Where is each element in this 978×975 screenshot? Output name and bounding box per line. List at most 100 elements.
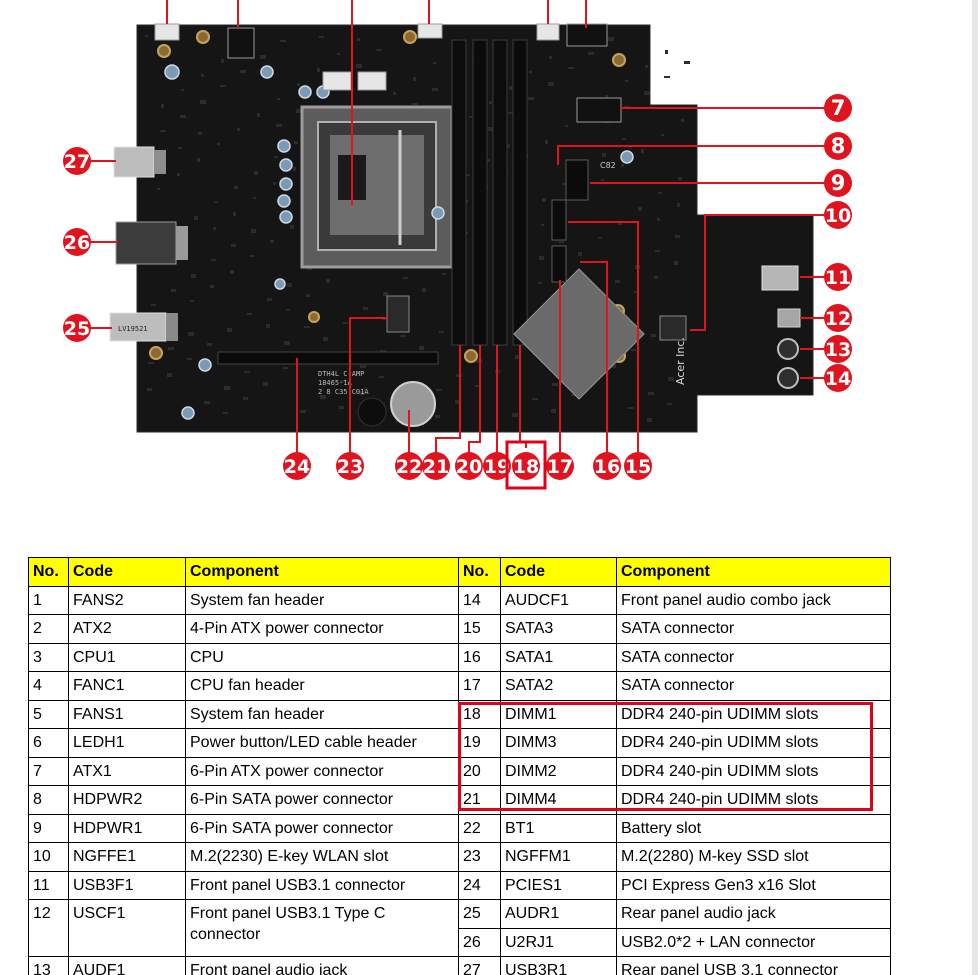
cell-code: CPU1 xyxy=(68,642,186,672)
callout-number: 9 xyxy=(831,171,846,195)
header-component-right: Component xyxy=(616,557,891,587)
leader-line xyxy=(557,145,838,165)
front-panel-ports xyxy=(761,265,801,389)
table-row: 10 NGFFE1 M.2(2230) E-key WLAN slot 23 N… xyxy=(28,842,891,872)
cell-no: 16 xyxy=(458,642,501,672)
table-row: 6 LEDH1 Power button/LED cable header 19… xyxy=(28,728,891,758)
callout-circle xyxy=(824,364,852,392)
callout-circle xyxy=(283,452,311,480)
cell-component: Front panel audio jack xyxy=(185,956,459,975)
cell-no: 26 xyxy=(458,927,501,957)
cell-no: 23 xyxy=(458,842,501,872)
cell-component: Front panel USB3.1 connector xyxy=(185,870,459,900)
cell-component: Power button/LED cable header xyxy=(185,728,459,758)
callout-circle xyxy=(824,263,852,291)
motherboard-figure: LV19521 Acer Inc. DTH4L C-AMP 18465-1A 2… xyxy=(63,0,852,490)
cell-component: SATA connector xyxy=(616,614,891,644)
rear-io: LV19521 xyxy=(109,146,188,342)
cell-no: 13 xyxy=(28,956,69,975)
callout-number: 15 xyxy=(625,456,651,478)
cell-component: DDR4 240-pin UDIMM slots xyxy=(616,785,891,815)
callout-25: 25 xyxy=(63,314,91,342)
header-no-left: No. xyxy=(28,557,69,587)
callout-number: 26 xyxy=(64,232,90,254)
table-row: 2 ATX2 4-Pin ATX power connector 15 SATA… xyxy=(28,614,891,644)
cell-code: HDPWR2 xyxy=(68,785,186,815)
cell-no: 7 xyxy=(28,756,69,786)
callout-circle xyxy=(483,452,511,480)
callout-number: 13 xyxy=(825,339,851,361)
callout-circle xyxy=(455,452,483,480)
callout-number: 11 xyxy=(825,267,851,289)
callout-18: 18 xyxy=(512,452,540,480)
callout-14: 14 xyxy=(824,364,852,392)
callout-circle xyxy=(395,452,423,480)
cell-code: FANS2 xyxy=(68,585,186,615)
callout-circle xyxy=(546,452,574,480)
cell-component: DDR4 240-pin UDIMM slots xyxy=(616,756,891,786)
cell-component: Rear panel audio jack xyxy=(616,899,891,929)
cell-no: 22 xyxy=(458,813,501,843)
callout-15: 15 xyxy=(624,452,652,480)
callout-circle xyxy=(63,314,91,342)
cell-component: System fan header xyxy=(185,585,459,615)
cell-component: M.2(2230) E-key WLAN slot xyxy=(185,842,459,872)
callout-circle xyxy=(824,335,852,363)
cell-no: 2 xyxy=(28,614,69,644)
cell-component: USB2.0*2 + LAN connector xyxy=(616,927,891,957)
cell-no: 27 xyxy=(458,956,501,975)
svg-text:DTH4L C-AMP: DTH4L C-AMP xyxy=(318,370,364,378)
callout-circle xyxy=(824,304,852,332)
svg-text:2 8 C35 C01A: 2 8 C35 C01A xyxy=(318,388,369,396)
table-row: 11 USB3F1 Front panel USB3.1 connector 2… xyxy=(28,870,891,900)
cell-code: U2RJ1 xyxy=(500,927,617,957)
leader-line xyxy=(690,214,838,331)
table-header-row: No. Code Component No. Code Component xyxy=(28,557,891,587)
table-row: 5 FANS1 System fan header 18 DIMM1 DDR4 … xyxy=(28,699,891,729)
callout-number: 21 xyxy=(423,456,449,478)
cell-code: NGFFM1 xyxy=(500,842,617,872)
cell-code: FANS1 xyxy=(68,699,186,729)
cell-no: 17 xyxy=(458,671,501,701)
svg-text:18465-1A: 18465-1A xyxy=(318,379,353,387)
callout-circle xyxy=(422,452,450,480)
cell-component: Front panel audio combo jack xyxy=(616,585,891,615)
callout-circle xyxy=(824,169,852,197)
cell-no: 9 xyxy=(28,813,69,843)
cell-code: HDPWR1 xyxy=(68,813,186,843)
callout-8: 8 xyxy=(824,132,852,160)
callout-circle xyxy=(824,201,852,229)
cell-component: Battery slot xyxy=(616,813,891,843)
cell-code: AUDCF1 xyxy=(500,585,617,615)
cell-component: SATA connector xyxy=(616,642,891,672)
callout-highlight-box xyxy=(505,440,547,490)
cell-code: USCF1 xyxy=(68,899,186,957)
brand-silkscreen: Acer Inc. xyxy=(674,337,687,385)
callout-22: 22 xyxy=(395,452,423,480)
cell-component: CPU fan header xyxy=(185,671,459,701)
cell-no: 15 xyxy=(458,614,501,644)
cell-no: 18 xyxy=(458,699,501,729)
callout-9: 9 xyxy=(824,169,852,197)
header-no-right: No. xyxy=(458,557,501,587)
cell-component: Front panel USB3.1 Type C connector xyxy=(185,899,459,957)
cell-component: PCI Express Gen3 x16 Slot xyxy=(616,870,891,900)
cell-code: AUDF1 xyxy=(68,956,186,975)
cell-code: BT1 xyxy=(500,813,617,843)
cell-no: 5 xyxy=(28,699,69,729)
cell-code: ATX1 xyxy=(68,756,186,786)
table-row: 8 HDPWR2 6-Pin SATA power connector 21 D… xyxy=(28,785,891,815)
cell-code: ATX2 xyxy=(68,614,186,644)
cell-code: FANC1 xyxy=(68,671,186,701)
cell-no: 8 xyxy=(28,785,69,815)
cell-no: 25 xyxy=(458,899,501,929)
cell-no: 19 xyxy=(458,728,501,758)
callout-circle xyxy=(63,147,91,175)
table-row: 26 U2RJ1 USB2.0*2 + LAN connector xyxy=(29,927,891,957)
component-table: No. Code Component No. Code Component 1 … xyxy=(28,557,891,975)
cell-code: USB3F1 xyxy=(68,870,186,900)
callout-number: 20 xyxy=(456,456,482,478)
cell-component: 6-Pin ATX power connector xyxy=(185,756,459,786)
header-code-right: Code xyxy=(500,557,617,587)
